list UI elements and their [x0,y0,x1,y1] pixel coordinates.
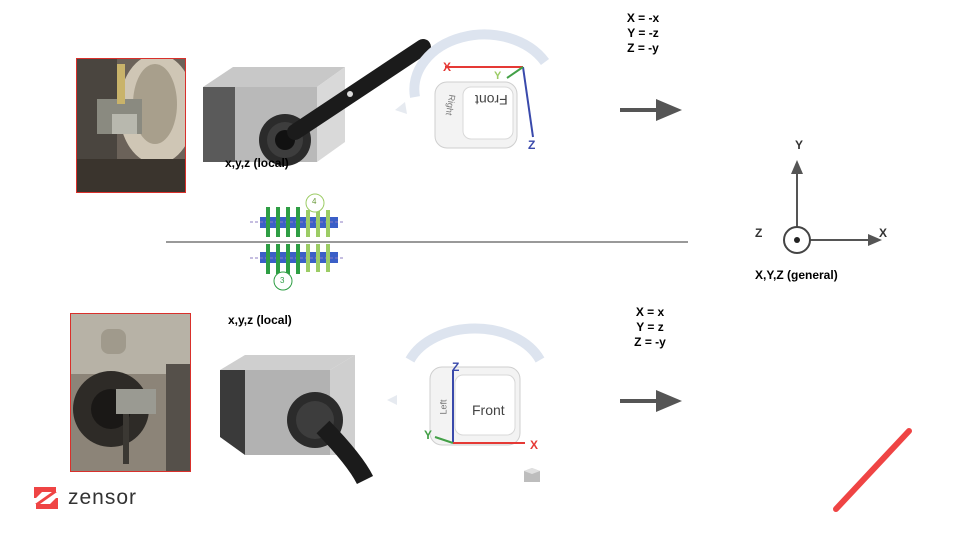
bottom-local-axes-label: x,y,z (local) [228,313,292,327]
top-cube-z-label: Z [528,138,536,152]
bottom-equation-y: Y = z [636,320,664,334]
divider-line [166,241,688,243]
brand-logo: zensor [34,486,137,510]
general-y-label: Y [795,138,804,152]
top-equation-x: X = -x [626,11,660,25]
top-arrow [620,99,682,121]
bottom-cube-side-label: Left [438,399,449,415]
zensor-logo-icon [34,487,58,509]
bottom-cube-x-label: X [530,438,539,452]
bottom-cube-face-label: Front [472,402,505,418]
bottom-arrow [620,390,682,412]
bottom-cube-y-label: Y [424,428,433,442]
general-axes-label: X,Y,Z (general) [755,268,838,282]
top-orientation-cube [395,29,550,149]
top-local-axes-label: x,y,z (local) [225,156,289,170]
bottom-equation-z: Z = -y [634,335,666,349]
general-z-label: Z [755,226,763,240]
top-sensor-render [203,39,431,166]
brand-name: zensor [68,486,138,509]
bottom-photo-illustration [71,314,190,471]
top-equations: X = -x Y = -z Z = -y [615,11,671,56]
bottom-orientation-cube [387,323,545,446]
gear-diagram [250,193,345,291]
bottom-cube-z-label: Z [452,360,460,374]
bottom-equations: X = x Y = z Z = -y [622,305,678,350]
gear-marker-top: 4 [312,197,317,206]
bottom-mounting-photo [70,313,191,472]
accent-slash [833,428,912,512]
top-cube-face-label: Front [475,92,508,108]
general-axes [783,160,882,254]
top-cube-y-label: Y [494,70,502,82]
bottom-equation-x: X = x [635,305,665,319]
top-photo-illustration [77,59,185,192]
top-mounting-photo [76,58,186,193]
top-cube-x-label: X [443,60,452,74]
top-equation-y: Y = -z [627,26,659,40]
top-equation-z: Z = -y [627,41,659,55]
gear-marker-bottom: 3 [280,276,285,285]
bottom-sensor-render [220,355,374,485]
small-cube-icon [524,468,540,482]
general-x-label: X [879,226,888,240]
